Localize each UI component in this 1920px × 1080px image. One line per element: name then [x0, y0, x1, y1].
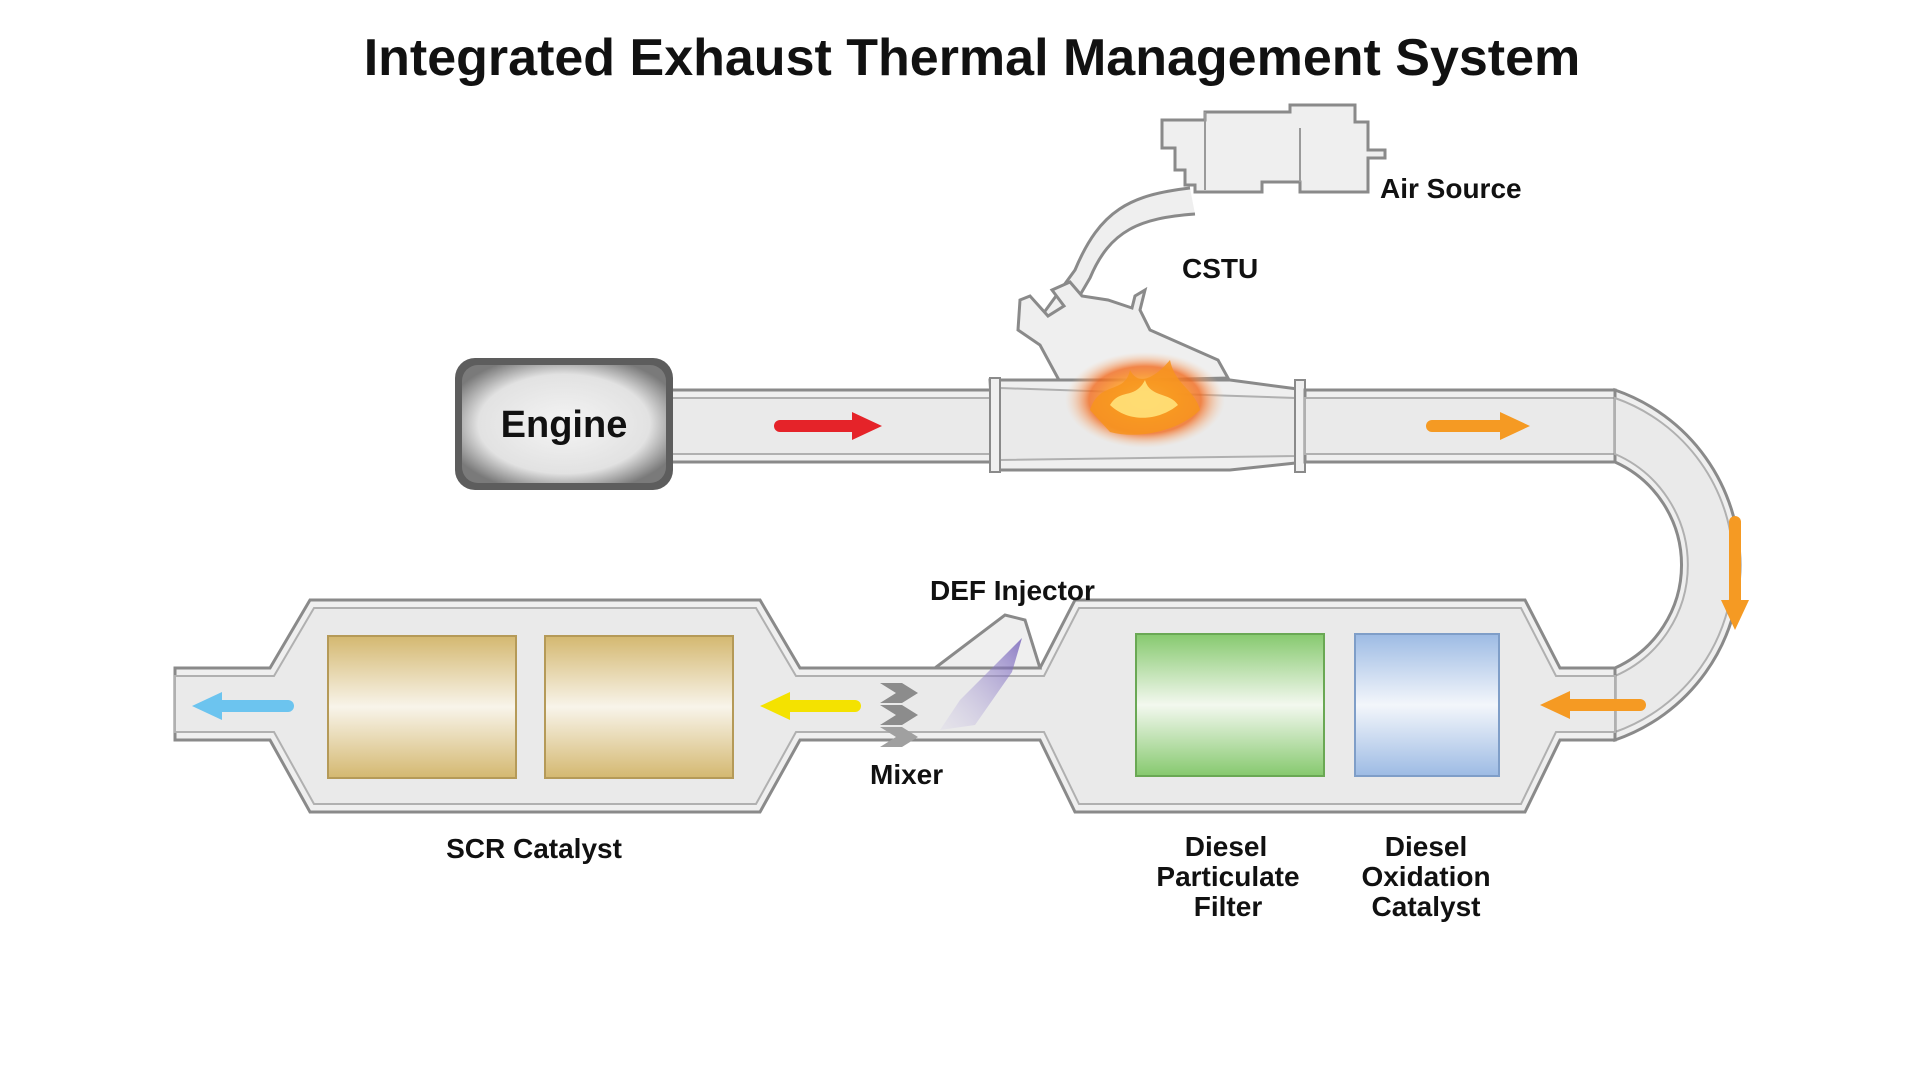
- air-source-unit: [1160, 103, 1387, 194]
- doc-label-line-2: Oxidation: [1361, 861, 1490, 892]
- mixer-label: Mixer: [870, 759, 943, 790]
- scr-catalyst-brick-2: [544, 635, 734, 779]
- arrow-icon-warm-flow-down: [1721, 516, 1749, 630]
- arrow-icon-warm-flow-upper: [1426, 412, 1530, 440]
- dpf-label-line-3: Filter: [1194, 891, 1263, 922]
- scr-catalyst-brick-1: [327, 635, 517, 779]
- arrow-icon-warm-flow-lower: [1540, 691, 1646, 719]
- engine-label: Engine: [501, 404, 628, 446]
- dpf-brick: [1135, 633, 1325, 777]
- diagram-title: Integrated Exhaust Thermal Management Sy…: [364, 29, 1581, 87]
- arrow-icon-hot-flow: [774, 412, 882, 440]
- dpf-label-line-2: Particulate: [1156, 861, 1299, 892]
- cstu-label: CSTU: [1182, 253, 1258, 284]
- arrow-icon-clean-flow: [192, 692, 294, 720]
- arrow-icon-treated-flow: [760, 692, 861, 720]
- doc-label-line-1: Diesel: [1385, 831, 1468, 862]
- spray-icon: [940, 638, 1022, 730]
- def-injector-label: DEF Injector: [930, 575, 1095, 606]
- mixer-icon: [880, 683, 918, 747]
- doc-label-line-3: Catalyst: [1372, 891, 1481, 922]
- doc-brick: [1354, 633, 1500, 777]
- air-source-label: Air Source: [1380, 173, 1522, 204]
- engine-block: [455, 358, 673, 490]
- def-injector-boss: [930, 613, 1043, 670]
- dpf-label-line-1: Diesel: [1185, 831, 1268, 862]
- scr-catalyst-label: SCR Catalyst: [446, 833, 622, 864]
- flame-icon: [1065, 352, 1225, 448]
